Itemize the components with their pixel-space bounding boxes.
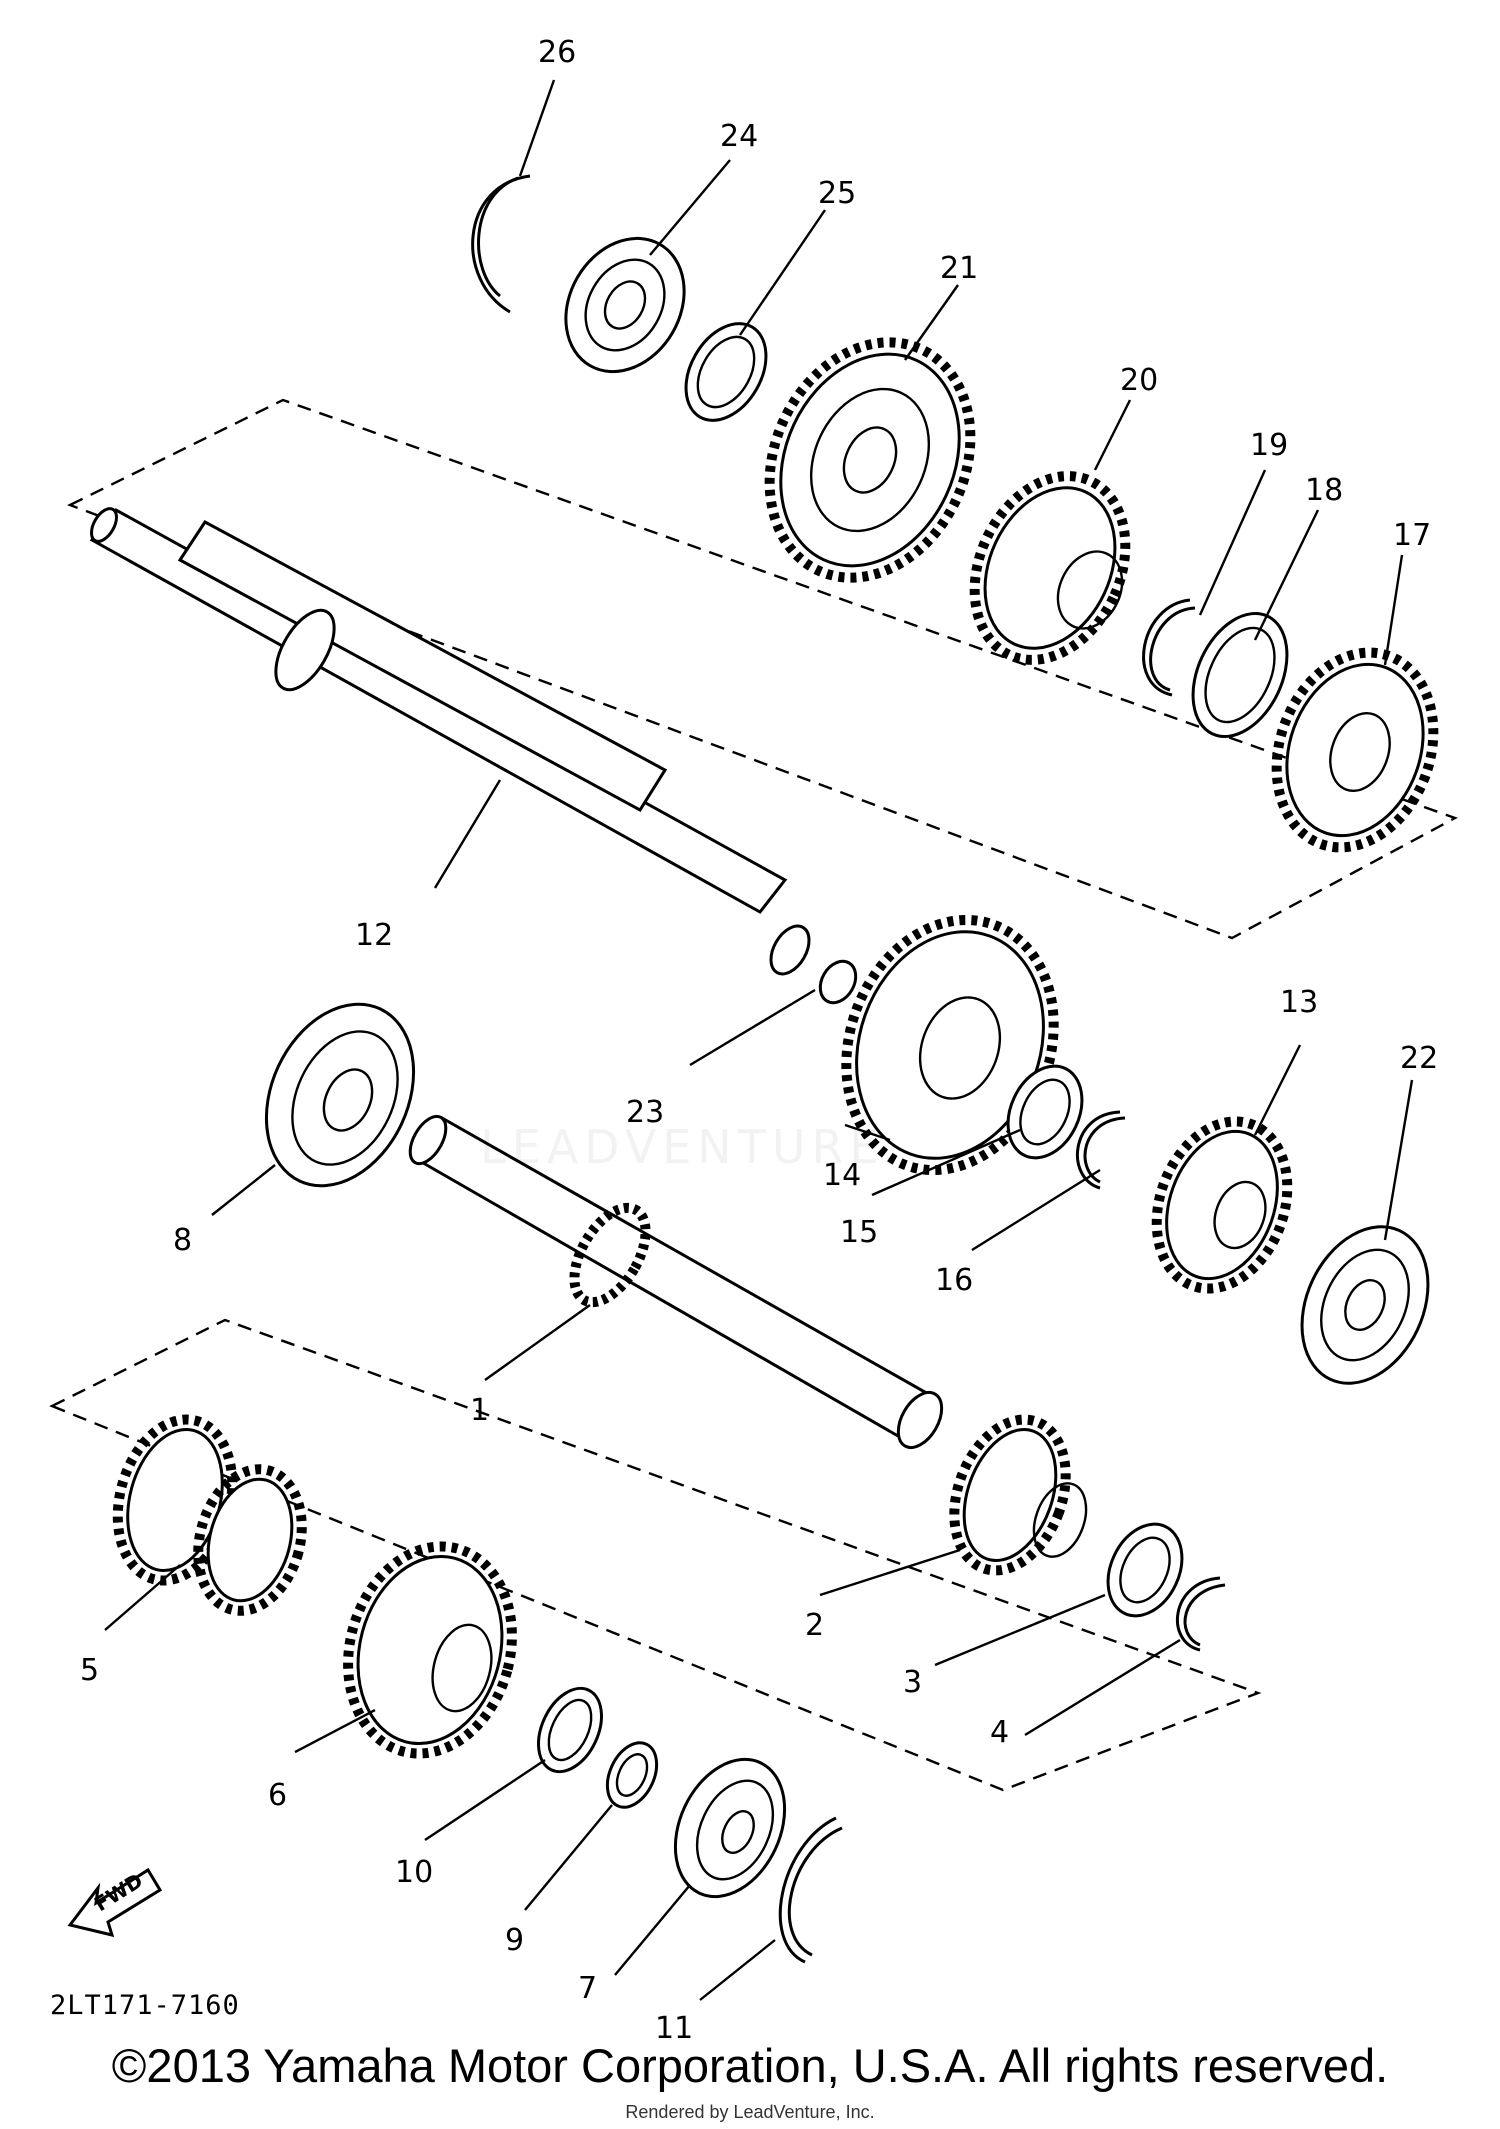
fwd-arrow-icon <box>67 1867 163 1938</box>
circlip-part-4 <box>1176 1576 1226 1652</box>
callout-4: 4 <box>990 1715 1009 1750</box>
callout-25: 25 <box>818 176 856 211</box>
callout-3: 3 <box>903 1665 922 1700</box>
circlip-part-11 <box>778 1816 843 1964</box>
washer-part-10 <box>537 1686 603 1774</box>
callout-8: 8 <box>173 1223 192 1258</box>
copyright-notice: ©2013 Yamaha Motor Corporation, U.S.A. A… <box>111 2039 1389 2092</box>
callout-21: 21 <box>940 251 978 286</box>
bearing-part-24 <box>564 236 686 374</box>
drive-axle-group-outline <box>49 1318 1262 1792</box>
callout-23: 23 <box>626 1095 664 1130</box>
washer-part-18 <box>1191 611 1289 739</box>
callout-20: 20 <box>1120 363 1158 398</box>
gear-part-2 <box>949 1414 1088 1576</box>
watermark: LEADVENTURE <box>480 1120 885 1174</box>
callout-14: 14 <box>823 1158 861 1193</box>
washer-part-15 <box>1006 1064 1084 1160</box>
callout-1: 1 <box>470 1393 489 1428</box>
gear-part-21 <box>764 337 976 583</box>
bearing-part-7 <box>673 1757 787 1899</box>
gear-part-17 <box>1271 647 1439 853</box>
callout-11: 11 <box>655 2011 693 2046</box>
callout-7: 7 <box>578 1971 597 2006</box>
washer-part-9 <box>605 1741 659 1809</box>
callout-22: 22 <box>1400 1041 1438 1076</box>
collar-part-23 <box>818 959 858 1005</box>
callout-19: 19 <box>1250 428 1288 463</box>
callout-10: 10 <box>395 1855 433 1890</box>
circlip-part-19 <box>1142 598 1196 697</box>
callout-13: 13 <box>1280 985 1318 1020</box>
callout-2: 2 <box>805 1608 824 1643</box>
callout-5: 5 <box>80 1653 99 1688</box>
callout-9: 9 <box>505 1923 524 1958</box>
main-axle-part-12 <box>89 507 811 976</box>
washer-part-3 <box>1106 1522 1184 1618</box>
gear-part-13 <box>1151 1116 1293 1294</box>
callout-24: 24 <box>720 119 758 154</box>
bearing-part-8 <box>264 1002 416 1188</box>
callout-12: 12 <box>355 918 393 953</box>
figure-code: 2LT171-7160 <box>50 1990 240 2021</box>
circlip-part-26 <box>471 174 531 314</box>
callout-15: 15 <box>840 1215 878 1250</box>
bearing-part-22 <box>1300 1225 1430 1385</box>
gear-part-5 <box>112 1414 307 1616</box>
circlip-part-16 <box>1076 1110 1126 1190</box>
drive-axle-part-1 <box>408 1114 944 1449</box>
callout-17: 17 <box>1393 518 1431 553</box>
callout-26: 26 <box>538 35 576 70</box>
callout-6: 6 <box>268 1778 287 1813</box>
gear-part-6 <box>343 1541 517 1759</box>
washer-part-25 <box>684 322 768 422</box>
gear-part-20 <box>969 471 1131 665</box>
rendered-by-credit: Rendered by LeadVenture, Inc. <box>625 2102 875 2122</box>
main-axle-group-outline <box>66 398 1458 940</box>
callout-18: 18 <box>1305 473 1343 508</box>
leader-lines <box>104 79 1414 2001</box>
callout-16: 16 <box>935 1263 973 1298</box>
